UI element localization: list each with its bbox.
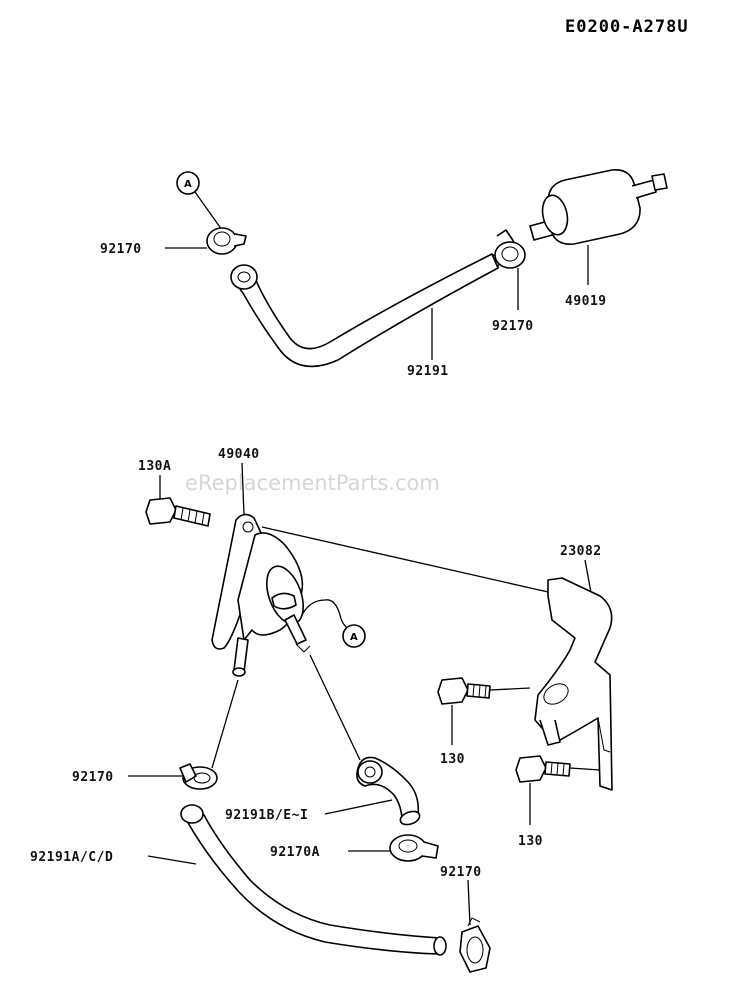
svg-text:A: A bbox=[350, 632, 358, 643]
label-hose-a: 92191A/C/D bbox=[30, 850, 113, 865]
clamp-top-left bbox=[206, 227, 247, 255]
label-hose-top: 92191 bbox=[407, 364, 449, 379]
label-clamp-top-left: 92170 bbox=[100, 242, 142, 257]
label-fuel-filter: 49019 bbox=[565, 294, 607, 309]
label-bolt-130a: 130A bbox=[138, 459, 171, 474]
bracket bbox=[534, 577, 613, 791]
label-bolt-130-lower: 130 bbox=[518, 834, 543, 849]
svg-text:A: A bbox=[184, 179, 192, 190]
watermark: eReplacementParts.com bbox=[185, 471, 440, 495]
label-clamp-bottom-left: 92170 bbox=[72, 770, 114, 785]
label-bolt-130-upper: 130 bbox=[440, 752, 465, 767]
callout-a-bottom: A bbox=[301, 599, 366, 648]
clamp-a bbox=[389, 834, 439, 862]
bolt-130-upper bbox=[437, 677, 491, 705]
clamp-bottom-right bbox=[459, 917, 491, 973]
hose-a bbox=[180, 804, 447, 956]
callout-a-top: A bbox=[176, 171, 223, 231]
diagram-code: E0200-A278U bbox=[565, 17, 689, 37]
label-clamp-a: 92170A bbox=[270, 845, 320, 860]
hose-top bbox=[230, 253, 499, 368]
hose-b bbox=[356, 756, 421, 826]
clamp-bottom-left bbox=[179, 763, 218, 790]
label-clamp-top-right: 92170 bbox=[492, 319, 534, 334]
bolt-130-lower bbox=[515, 755, 571, 783]
clamp-top-right bbox=[494, 229, 526, 269]
fuel-pump bbox=[211, 513, 311, 677]
fuel-filter bbox=[529, 169, 668, 245]
label-fuel-pump: 49040 bbox=[218, 447, 260, 462]
label-clamp-bottom-right: 92170 bbox=[440, 865, 482, 880]
bolt-130a bbox=[145, 497, 211, 527]
label-hose-b: 92191B/E~I bbox=[225, 808, 308, 823]
label-bracket: 23082 bbox=[560, 544, 602, 559]
